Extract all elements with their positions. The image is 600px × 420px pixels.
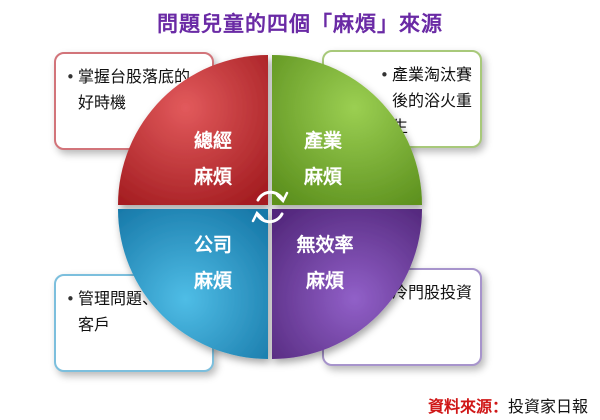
bullet-icon: • [66, 68, 75, 86]
quadrant-label-top-left-1: 總經 [194, 129, 232, 152]
cycle-arrows-icon [251, 190, 289, 224]
quadrant-bottom-right [272, 209, 422, 359]
quadrant-label-top-right-1: 產業 [304, 129, 343, 152]
quadrant-label-bottom-right-1: 無效率 [296, 233, 353, 256]
quadrant-top-left [118, 55, 268, 205]
note-text-bottom-right: 冷門股投資 [392, 283, 473, 302]
diagram-title: 問題兒童的四個「麻煩」來源 [157, 12, 443, 36]
quadrant-label-bottom-left-2: 麻煩 [193, 269, 233, 292]
quadrant-label-top-left-2: 麻煩 [193, 165, 233, 188]
bullet-icon: • [66, 290, 75, 308]
source-value: 投資家日報 [507, 397, 588, 416]
quadrant-label-bottom-right-2: 麻煩 [305, 269, 345, 292]
bullet-icon: • [380, 66, 389, 84]
source-citation: 資料來源：投資家日報 [428, 393, 588, 417]
quadrant-bottom-left [118, 209, 268, 359]
quadrant-label-bottom-left-1: 公司 [194, 234, 232, 256]
quadrant-label-top-right-2: 麻煩 [303, 165, 343, 188]
quadrant-top-right [272, 55, 422, 205]
source-label: 資料來源： [427, 397, 508, 416]
note-text-top-left: 掌握台股落底的好時機 [78, 67, 191, 112]
